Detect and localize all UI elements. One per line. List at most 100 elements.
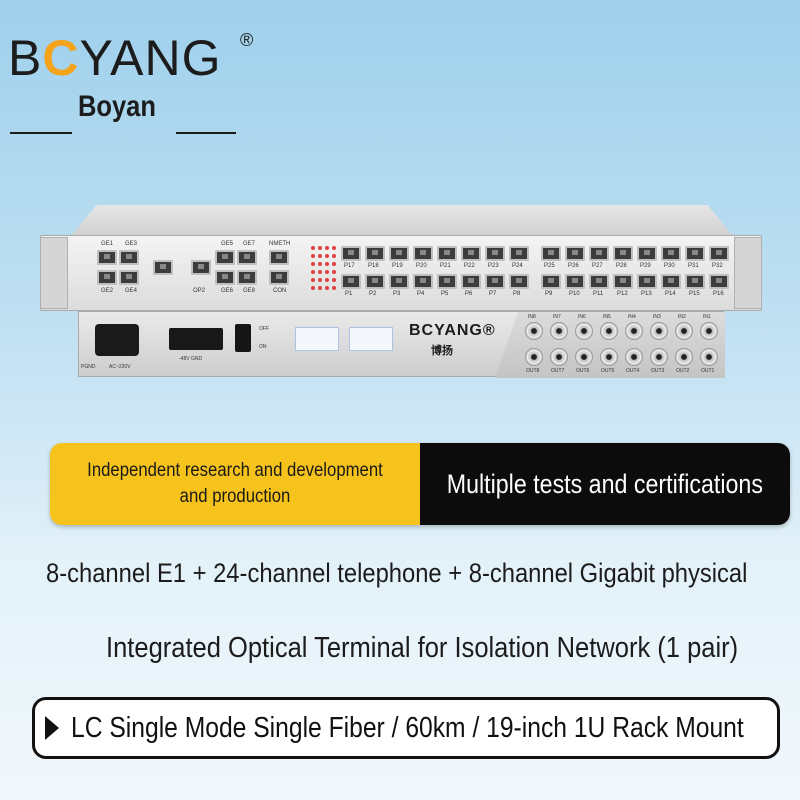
bnc-connector-icon [625, 322, 643, 340]
port-label-top: P17 [344, 263, 355, 269]
phone-port-icon [485, 274, 505, 289]
phone-port-icon [389, 274, 409, 289]
phone-port-icon [461, 274, 481, 289]
status-led-icon [318, 262, 322, 266]
bnc-connector-icon [575, 322, 593, 340]
bnc-connector-icon [525, 348, 543, 366]
status-led-icon [332, 262, 336, 266]
phone-port-icon [365, 274, 385, 289]
phone-port-icon [437, 274, 457, 289]
brand-divider-right [176, 132, 236, 134]
phone-port-icon [685, 274, 705, 289]
con-label: CON [273, 288, 287, 294]
phone-port-icon [365, 246, 385, 261]
status-led-icon [318, 246, 322, 250]
port-label-bottom: P5 [441, 291, 449, 297]
bnc-connector-icon [700, 348, 718, 366]
port-label-top: P26 [568, 263, 579, 269]
bnc-in-label: IN7 [553, 314, 561, 320]
bnc-out-label: OUT4 [626, 368, 640, 374]
banner-right: Multiple tests and certifications [420, 443, 790, 525]
port-label-top: P29 [640, 263, 651, 269]
banner-left-text: Independent research and development and… [87, 460, 383, 507]
port-label-top: P27 [592, 263, 603, 269]
bnc-out-label: OUT1 [701, 368, 715, 374]
device-logo: BCYANG® [409, 322, 496, 339]
ge-port-icon [215, 250, 235, 265]
bnc-in-label: IN3 [653, 314, 661, 320]
ge-label: GE6 [221, 288, 234, 294]
phone-port-icon [589, 246, 609, 261]
status-led-icon [325, 278, 329, 282]
port-label-bottom: P11 [593, 291, 604, 297]
status-led-icon [325, 270, 329, 274]
phone-port-icon [637, 246, 657, 261]
phone-port-icon [437, 246, 457, 261]
ge-label: GE7 [243, 241, 256, 247]
phone-port-icon [413, 274, 433, 289]
status-led-icon [332, 254, 336, 258]
spec-box: LC Single Mode Single Fiber / 60km / 19-… [32, 697, 780, 759]
port-label-top: P21 [440, 263, 451, 269]
status-led-icon [325, 262, 329, 266]
port-label-top: P32 [712, 263, 723, 269]
registered-mark: ® [240, 30, 254, 50]
port-label-bottom: P4 [417, 291, 425, 297]
nmeth-label: NMETH [269, 241, 291, 247]
phone-port-icon [541, 246, 561, 261]
bnc-in-label: IN1 [703, 314, 711, 320]
phone-port-icon [565, 246, 585, 261]
port-label-bottom: P8 [513, 291, 521, 297]
ge-label: GE8 [243, 288, 256, 294]
ge-port-icon [119, 250, 139, 265]
bnc-out-label: OUT8 [526, 368, 540, 374]
phone-port-icon [709, 246, 729, 261]
device-lid [70, 205, 734, 237]
ge-port-icon [97, 270, 117, 285]
bnc-out-label: OUT2 [676, 368, 690, 374]
brand-logo: BCYANG ® Boyan [8, 28, 258, 138]
status-led-icon [332, 246, 336, 250]
phone-port-icon [661, 274, 681, 289]
status-led-icon [311, 246, 315, 250]
port-label-top: P24 [512, 263, 523, 269]
phone-port-icon [685, 246, 705, 261]
bnc-out-label: OUT5 [601, 368, 615, 374]
bnc-in-label: IN2 [678, 314, 686, 320]
port-label-top: P28 [616, 263, 627, 269]
bnc-in-label: IN6 [578, 314, 586, 320]
port-label-top: P30 [664, 263, 675, 269]
phone-port-icon [341, 274, 361, 289]
ge-port-icon [237, 250, 257, 265]
status-led-icon [325, 286, 329, 290]
port-label-top: P18 [368, 263, 379, 269]
port-label-bottom: P3 [393, 291, 401, 297]
phone-port-icon [509, 246, 529, 261]
sticker-left [295, 327, 339, 351]
ge-label: GE1 [101, 241, 114, 247]
phone-port-icon [709, 274, 729, 289]
bnc-connector-icon [650, 348, 668, 366]
status-led-icon [318, 278, 322, 282]
bnc-connector-icon [550, 322, 568, 340]
rack-ear-left [40, 237, 68, 309]
brand-o-icon: C [42, 30, 80, 86]
port-label-bottom: P16 [713, 291, 724, 297]
sticker-right [349, 327, 393, 351]
port-label-bottom: P14 [665, 291, 676, 297]
ge-port-icon [215, 270, 235, 285]
phone-port-icon [389, 246, 409, 261]
bnc-connector-icon [550, 348, 568, 366]
phone-port-icon [589, 274, 609, 289]
ge-label: GE4 [125, 288, 138, 294]
device-logo-sub: 博扬 [431, 345, 453, 357]
rack-ear-right [734, 237, 762, 309]
phone-port-icon [413, 246, 433, 261]
port-label-top: P31 [688, 263, 699, 269]
phone-port-icon [661, 246, 681, 261]
pgnd-label: PGND [81, 364, 96, 370]
phone-port-icon [341, 246, 361, 261]
con-port-icon [269, 270, 289, 285]
